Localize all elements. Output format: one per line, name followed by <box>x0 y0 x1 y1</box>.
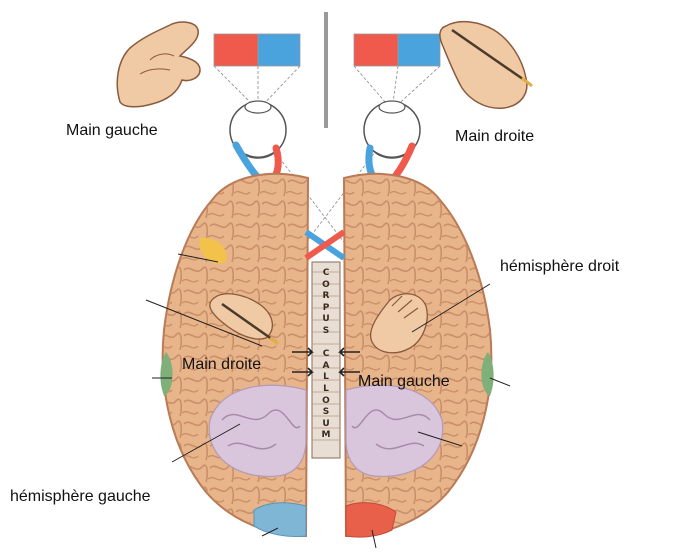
right-hand-pen-top-icon <box>440 22 532 109</box>
label-main-droite-brain: Main droite <box>182 356 261 374</box>
optic-chiasm <box>306 232 344 258</box>
center-divider <box>324 12 328 128</box>
right-hemisphere <box>344 174 494 537</box>
right-visual-field <box>354 34 440 66</box>
label-hemisphere-droit: hémisphère droit <box>500 258 619 276</box>
label-main-droite-top: Main droite <box>455 128 534 146</box>
left-visual-field <box>214 34 300 66</box>
label-main-gauche-brain: Main gauche <box>358 373 450 391</box>
left-hand-top-icon <box>117 22 200 107</box>
label-hemisphere-gauche: hémisphère gauche <box>10 488 151 506</box>
label-main-gauche-top: Main gauche <box>66 122 158 140</box>
